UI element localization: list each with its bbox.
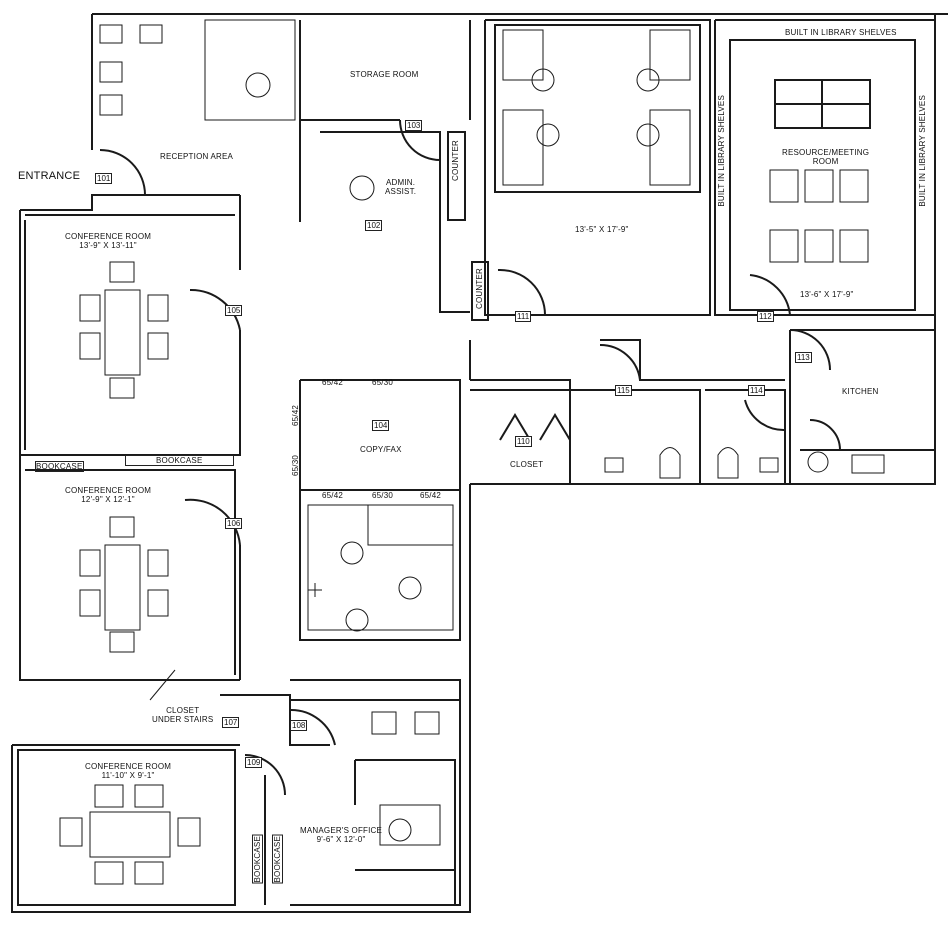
managers-office-label: MANAGER'S OFFICE 9'-6" X 12'-0" (300, 826, 383, 844)
built-in-shelves-left-label: BUILT IN LIBRARY SHELVES (717, 95, 726, 207)
closet-under-stairs-label: CLOSET UNDER STAIRS (152, 706, 214, 724)
door-size-label-1: 65/42 (322, 378, 344, 387)
room-number-115: 115 (615, 385, 632, 396)
room-number-113: 113 (795, 352, 812, 363)
door-size-label-5: 65/42 (322, 491, 344, 500)
built-in-shelves-right-label: BUILT IN LIBRARY SHELVES (918, 95, 927, 207)
bookcase-label-d: BOOKCASE (272, 835, 283, 884)
conference-room-1-label: CONFERENCE ROOM 13'-9" X 13'-11" (65, 232, 152, 250)
room-number-101: 101 (95, 173, 113, 184)
room-number-104: 104 (372, 420, 390, 431)
room-number-110: 110 (515, 436, 532, 447)
door-size-label-2: 65/30 (372, 378, 394, 387)
room-number-103: 103 (405, 120, 423, 131)
room-number-105: 105 (225, 305, 243, 316)
admin-assist-label: ADMIN. ASSIST. (385, 178, 417, 196)
resource-meeting-room-label: RESOURCE/MEETING ROOM (782, 148, 870, 166)
counter-top-label: COUNTER (451, 140, 460, 181)
storage-room-label: STORAGE ROOM (350, 70, 419, 79)
conference-room-2-label: CONFERENCE ROOM 12'-9" X 12'-1" (65, 486, 152, 504)
door-size-label-4: 65/30 (291, 455, 300, 477)
reception-area-label: RECEPTION AREA (160, 152, 234, 161)
resource-dimensions-label: 13'-6" X 17'-9" (800, 290, 854, 299)
door-size-label-3: 65/42 (291, 405, 300, 427)
room-number-112: 112 (757, 311, 774, 322)
room-number-109: 109 (245, 757, 263, 768)
closet-label: CLOSET (510, 460, 544, 469)
built-in-shelves-top-label: BUILT IN LIBRARY SHELVES (785, 28, 897, 37)
bookcase-label-c: BOOKCASE (252, 835, 263, 884)
room-number-107: 107 (222, 717, 240, 728)
kitchen-label: KITCHEN (842, 387, 879, 396)
door-size-label-7: 65/42 (420, 491, 442, 500)
counter-bottom-label: COUNTER (475, 268, 484, 309)
room-number-114: 114 (748, 385, 765, 396)
room-number-111: 111 (515, 311, 532, 322)
conference-room-3-label: CONFERENCE ROOM 11'-10" X 9'-1" (85, 762, 172, 780)
room-number-106: 106 (225, 518, 243, 529)
workroom-dimensions-label: 13'-5" X 17'-9" (575, 225, 629, 234)
bookcase-label-a: BOOKCASE (35, 461, 84, 472)
room-number-108: 108 (290, 720, 308, 731)
door-size-label-6: 65/30 (372, 491, 394, 500)
room-number-102: 102 (365, 220, 383, 231)
bookcase-label-b: BOOKCASE (125, 455, 234, 466)
entrance-label: ENTRANCE (18, 170, 81, 182)
copy-fax-label: COPY/FAX (360, 445, 402, 454)
